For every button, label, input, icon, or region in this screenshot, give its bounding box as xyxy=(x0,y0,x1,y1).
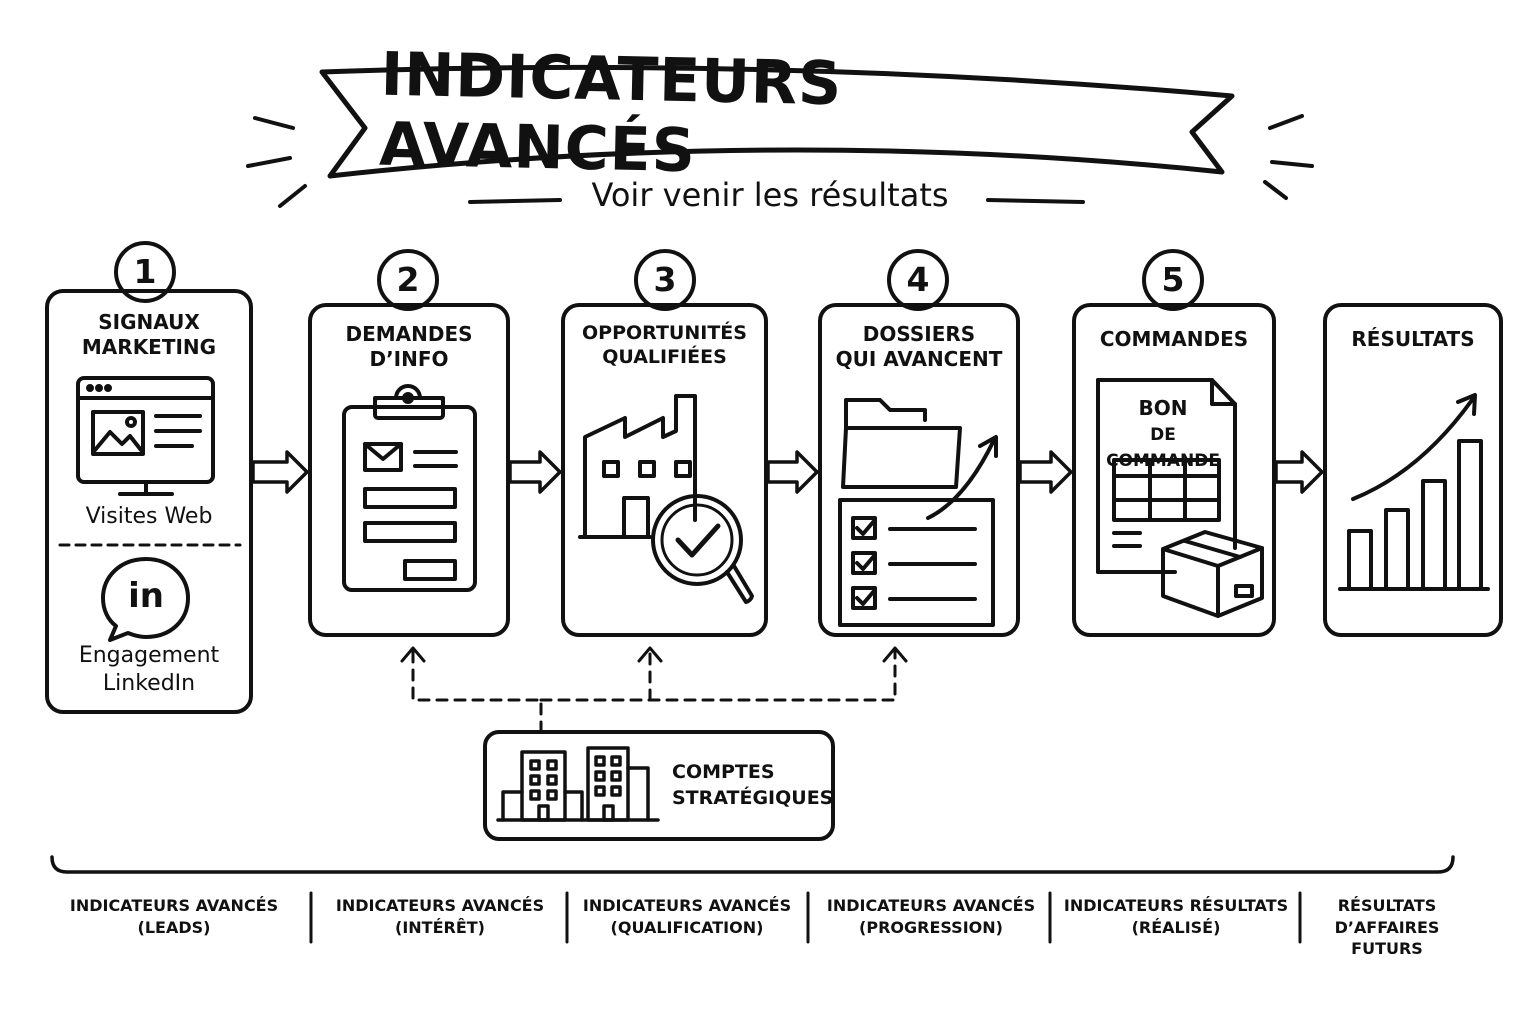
accounts-line2: STRATÉGIQUES xyxy=(672,786,834,809)
step-4-title-line1: DOSSIERS xyxy=(862,322,976,346)
step-4-title-line2: QUI AVANCENT xyxy=(835,347,1003,371)
step-3-number: 3 xyxy=(653,260,677,299)
step-5-title: COMMANDES xyxy=(1076,327,1272,352)
flow-arrows xyxy=(251,450,1324,494)
step-4-number: 4 xyxy=(906,260,930,299)
step-5-title-line1: COMMANDES xyxy=(1099,327,1249,351)
step-1-number: 1 xyxy=(133,252,157,291)
buildings-icon xyxy=(496,746,660,822)
footer-dividers xyxy=(309,891,1302,944)
computer-icon xyxy=(76,376,215,496)
purchase-order-line2: DE COMMANDE xyxy=(1106,425,1220,471)
purchase-order-text: BON DE COMMANDE xyxy=(1100,393,1226,474)
arrow-2-3 xyxy=(508,450,562,494)
step-3-box xyxy=(561,303,768,637)
linkedin-caption-line2: LinkedIn xyxy=(102,670,196,696)
step-1-title-line1: SIGNAUX xyxy=(98,310,200,334)
step-2-title-line2: D’INFO xyxy=(369,347,449,371)
accounts-line1: COMPTES xyxy=(672,761,775,783)
footer-1-line1: INDICATEURS AVANCÉS xyxy=(69,896,279,915)
step-2-title: DEMANDES D’INFO xyxy=(312,322,506,372)
purchase-order-line1: BON xyxy=(1138,396,1188,420)
step-number-circles xyxy=(114,241,1204,311)
bottom-brace xyxy=(50,855,1455,874)
step-3-title-line2: QUALIFIÉES xyxy=(602,345,727,368)
footer-6-line3: FUTURS xyxy=(1351,939,1423,959)
step-3-title: OPPORTUNITÉS QUALIFIÉES xyxy=(565,322,764,370)
arrow-1-2 xyxy=(251,450,309,494)
step-4-box xyxy=(818,303,1020,637)
title-banner xyxy=(246,64,1314,208)
footer-5-line1: INDICATEURS RÉSULTATS xyxy=(1063,896,1289,915)
footer-label-future-results: RÉSULTATS D’AFFAIRES FUTURS xyxy=(1312,895,1462,960)
package-icon xyxy=(1161,530,1264,618)
footer-label-realized: INDICATEURS RÉSULTATS (RÉALISÉ) xyxy=(1056,895,1296,940)
step-2-box xyxy=(308,303,510,637)
footer-4-line1: INDICATEURS AVANCÉS xyxy=(826,896,1036,915)
step-2-title-line1: DEMANDES xyxy=(345,322,473,346)
factory-magnifier-icon xyxy=(578,394,754,604)
linkedin-engagement-caption: Engagement LinkedIn xyxy=(52,642,246,697)
footer-3-line1: INDICATEURS AVANCÉS xyxy=(582,896,792,915)
linkedin-glyph: in xyxy=(128,576,164,616)
footer-label-qualification: INDICATEURS AVANCÉS (QUALIFICATION) xyxy=(572,895,802,940)
page-subtitle: Voir venir les résultats xyxy=(591,176,949,214)
step-1-title: SIGNAUX MARKETING xyxy=(52,310,246,360)
arrow-4-5 xyxy=(1018,450,1073,494)
step-1-box xyxy=(45,289,253,714)
step-4-title: DOSSIERS QUI AVANCENT xyxy=(822,322,1016,372)
step-5-box xyxy=(1072,303,1276,637)
dashed-connectors xyxy=(411,648,897,734)
footer-4-line2: (PROGRESSION) xyxy=(859,918,1003,938)
footer-3-line2: (QUALIFICATION) xyxy=(610,918,764,938)
footer-label-interest: INDICATEURS AVANCÉS (INTÉRÊT) xyxy=(322,895,558,940)
footer-label-leads: INDICATEURS AVANCÉS (LEADS) xyxy=(60,895,288,940)
results-title-line1: RÉSULTATS xyxy=(1351,327,1475,351)
footer-2-line2: (INTÉRÊT) xyxy=(395,918,485,938)
results-box xyxy=(1323,303,1503,637)
arrow-5-6 xyxy=(1274,450,1324,494)
growth-chart-icon xyxy=(1338,393,1490,591)
web-visits-caption: Visites Web xyxy=(85,504,213,529)
footer-5-line2: (RÉALISÉ) xyxy=(1131,918,1221,938)
results-title: RÉSULTATS xyxy=(1327,327,1499,352)
footer-6-line2: D’AFFAIRES xyxy=(1334,917,1440,937)
step-1-title-line2: MARKETING xyxy=(81,335,217,359)
accounts-label: COMPTES STRATÉGIQUES xyxy=(672,760,834,811)
clipboard-form-icon xyxy=(342,384,477,592)
arrow-3-4 xyxy=(766,450,819,494)
linkedin-caption-line1: Engagement xyxy=(78,643,220,668)
footer-2-line1: INDICATEURS AVANCÉS xyxy=(335,896,545,915)
step-3-title-line1: OPPORTUNITÉS xyxy=(582,322,747,344)
step-2-number: 2 xyxy=(396,260,420,299)
linkedin-icon xyxy=(101,557,190,642)
step-5-number: 5 xyxy=(1161,260,1185,299)
dashed-arrowheads xyxy=(400,646,908,663)
purchase-order-icon xyxy=(1096,378,1264,618)
footer-6-line1: RÉSULTATS xyxy=(1337,896,1437,915)
accounts-box xyxy=(483,730,835,841)
page-title: INDICATEURS AVANCÉS xyxy=(378,39,843,187)
folder-checklist-icon xyxy=(838,398,998,627)
footer-label-progression: INDICATEURS AVANCÉS (PROGRESSION) xyxy=(816,895,1046,940)
footer-1-line2: (LEADS) xyxy=(137,918,211,938)
